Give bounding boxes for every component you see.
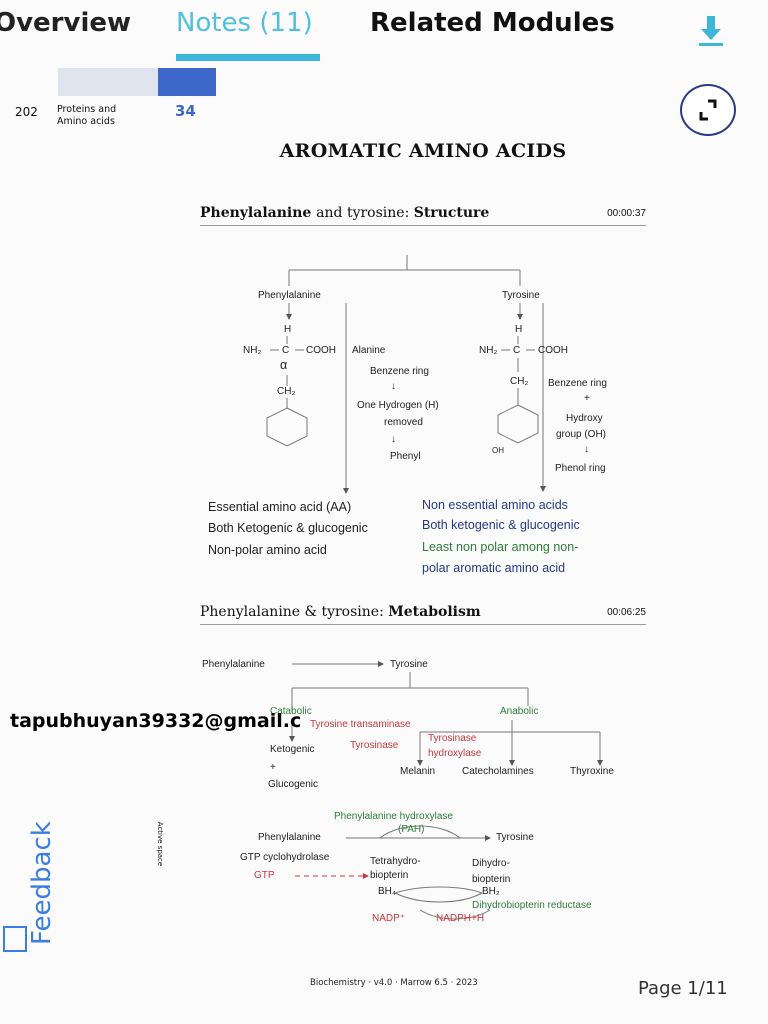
tyr-hydroxylase-label-1: Tyrosinase [428, 733, 477, 744]
page-indicator: Page 1/11 [638, 978, 728, 999]
heading-text-bold: Metabolism [388, 604, 481, 620]
nadp-label: NADP⁺ [372, 913, 406, 924]
tyr-fact-1: Non essential amino acids [422, 498, 568, 512]
section-title: Proteins and Amino acids [57, 104, 117, 127]
section-heading-metabolism: Phenylalanine & tyrosine: Metabolism 00:… [200, 604, 646, 625]
glucogenic-label: Glucogenic [268, 779, 319, 790]
anabolic-label: Anabolic [500, 706, 539, 717]
catecholamines-label: Catecholamines [462, 766, 534, 777]
heading-text-plain: Phenylalanine [200, 205, 317, 221]
tyr-h: H [515, 324, 523, 335]
side-label: Active space [156, 821, 165, 867]
tab-notes[interactable]: Notes (11) [176, 8, 313, 38]
tyr-ch2: CH₂ [510, 376, 529, 387]
thyroxine-label: Thyroxine [570, 766, 614, 777]
nadph-label: NADPH+H [436, 913, 485, 924]
arrow-down: ↓ [391, 381, 396, 392]
phe-cooh: COOH [306, 345, 336, 356]
one-hydrogen-label: One Hydrogen (H) [357, 400, 439, 411]
section-timestamp: 00:00:37 [607, 208, 646, 219]
tyrosinase-label: Tyrosinase [350, 740, 399, 751]
document-title: AROMATIC AMINO ACIDS [279, 140, 567, 162]
dhbr-text: Dihydrobiopterin reductase [472, 900, 592, 911]
met-phe: Phenylalanine [202, 659, 265, 670]
gtp-enzyme-label: GTP cyclohydrolase [240, 852, 330, 863]
arrow-down: ↓ [391, 434, 396, 445]
phe-fact-2: Both Ketogenic & glucogenic [208, 521, 368, 535]
catabolic-label: Catabolic [270, 706, 312, 717]
tyr-fact-3-text: Least non polar among non- [422, 540, 579, 554]
phenol-ring-label: Phenol ring [555, 463, 606, 474]
dhb-label-1: Dihydro- [472, 858, 510, 869]
dhb-label-2: biopterin [472, 874, 511, 885]
phe-fact-1: Essential amino acid (AA) [208, 500, 352, 514]
tyr-fact-3: Least non polar among non- [422, 540, 578, 554]
alanine-label: Alanine [352, 345, 386, 356]
tab-related-modules[interactable]: Related Modules [370, 8, 615, 38]
tyr-label: Tyrosine [502, 290, 540, 301]
feedback-icon[interactable] [3, 926, 27, 952]
phe-fact-3: Non-polar amino acid [208, 543, 327, 557]
section-timestamp: 00:06:25 [607, 607, 646, 618]
pah-phe: Phenylalanine [258, 832, 321, 843]
tyr-c: C [513, 345, 521, 356]
tyr-fact-2: Both ketogenic & glucogenic [422, 518, 580, 532]
phenyl-label: Phenyl [390, 451, 421, 462]
tyr-nh2: NH₂ [479, 345, 498, 356]
tyr-oh: OH [492, 446, 504, 455]
feedback-button[interactable]: Feedback [27, 821, 57, 945]
tab-overview[interactable]: Overview [0, 8, 132, 38]
hydroxy-label: Hydroxy [566, 413, 603, 424]
thb-label-2: biopterin [370, 870, 409, 881]
pah-tyr: Tyrosine [496, 832, 534, 843]
phe-alpha: α [280, 358, 288, 372]
watermark-email: tapubhuyan39332@gmail.c [10, 710, 302, 732]
footer-text: Biochemistry · v4.0 · Marrow 6.5 · 2023 [310, 978, 478, 988]
heading-text-mid: and tyrosine: [316, 205, 414, 221]
phe-ch2: CH₂ [277, 386, 296, 397]
tyr-cooh: COOH [538, 345, 568, 356]
plus-sign: + [270, 762, 276, 773]
bh2-label: BH₂ [482, 886, 500, 897]
download-icon [699, 16, 723, 46]
heading-text-bold: Structure [413, 205, 490, 221]
bh4-label: BH₄ [378, 886, 396, 897]
download-button[interactable] [696, 14, 726, 48]
thb-label-1: Tetrahydro- [370, 856, 421, 867]
progress-fill [158, 68, 216, 96]
expand-icon [699, 99, 717, 121]
heading-text-plain: Phenylalanine & tyrosine: [200, 604, 389, 620]
phe-nh2: NH₂ [243, 345, 262, 356]
group-oh-label: group (OH) [556, 429, 607, 440]
ketogenic-label: Ketogenic [270, 744, 315, 755]
met-tyr: Tyrosine [390, 659, 428, 670]
benzene-ring-label: Benzene ring [548, 378, 607, 389]
gtp-label: GTP [254, 870, 275, 881]
melanin-label: Melanin [400, 766, 436, 777]
arrow-down: ↓ [584, 444, 589, 455]
pah-label-2: (PAH) [398, 824, 425, 835]
expand-button[interactable] [680, 84, 736, 136]
dhbr-label: Dihydrobiopterin reductase [472, 900, 592, 911]
benzene-ring-label: Benzene ring [370, 366, 429, 377]
active-tab-indicator [176, 54, 320, 61]
tyr-hydroxylase-label-2: hydroxylase [428, 748, 482, 759]
plus-sign: + [584, 393, 590, 404]
phe-c: C [282, 345, 290, 356]
tyr-transaminase-label: Tyrosine transaminase [310, 719, 411, 730]
pah-label-1: Phenylalanine hydroxylase [334, 811, 453, 822]
phe-label: Phenylalanine [258, 290, 321, 301]
section-number: 202 [15, 105, 38, 119]
tyr-fact-4: polar aromatic amino acid [422, 561, 566, 575]
section-heading-structure: Phenylalanine and tyrosine: Structure 00… [200, 205, 646, 226]
removed-label: removed [384, 417, 423, 428]
section-count: 34 [175, 102, 196, 120]
phe-h: H [284, 324, 292, 335]
